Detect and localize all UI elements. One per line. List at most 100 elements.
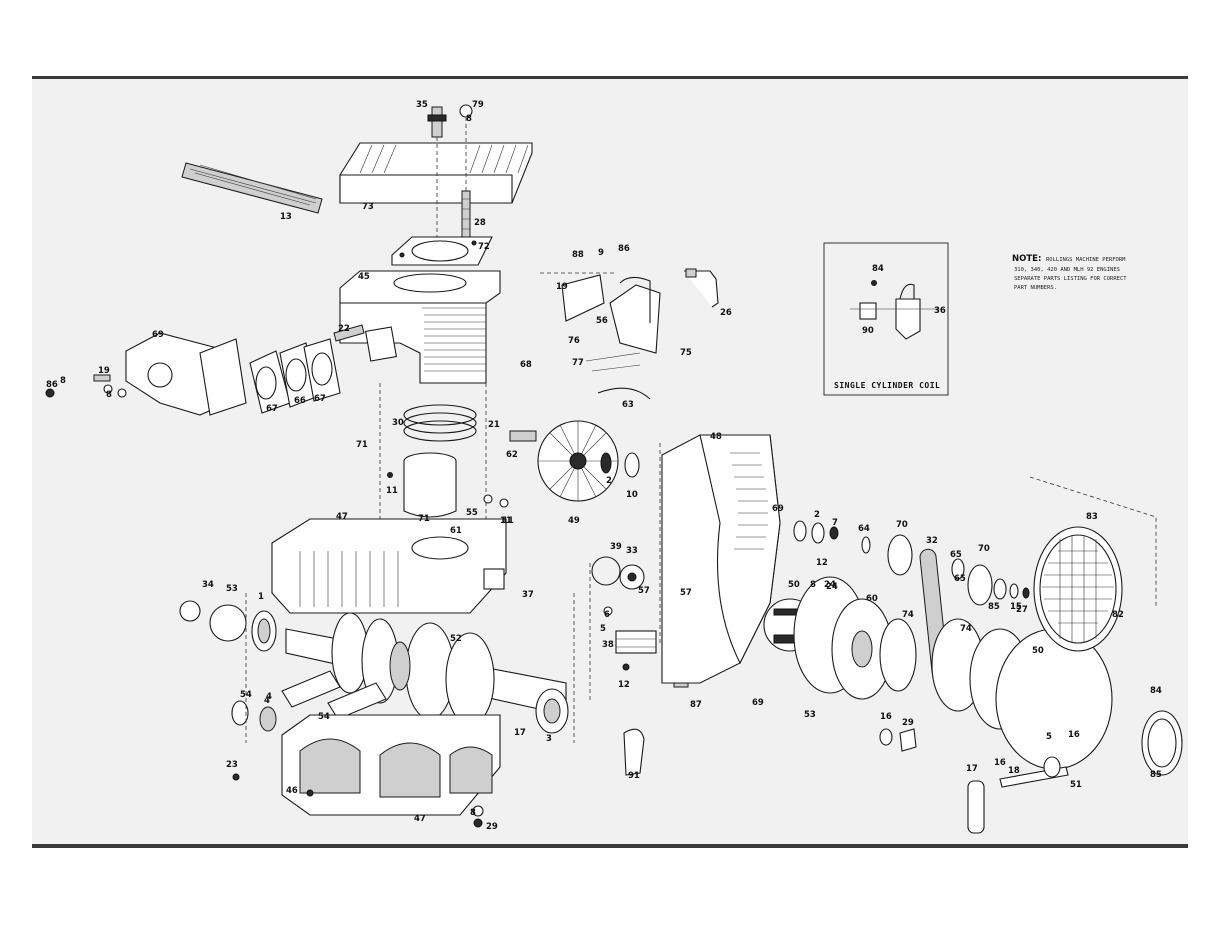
part-label-11: 19: [556, 282, 568, 292]
part-label-28: 66: [294, 396, 306, 406]
part-label-1: 79: [472, 100, 484, 110]
recoil-starter: [967, 476, 1183, 834]
head-gasket: [391, 236, 493, 266]
part-label-36: 2: [606, 476, 612, 486]
note-line-2: 310, 340, 420 AND MLH 92 ENGINES: [1014, 267, 1120, 273]
crankshaft: [179, 593, 575, 743]
part-label-91: 24: [826, 582, 838, 592]
ignition-bracket: [540, 268, 719, 400]
part-label-4: 13: [280, 212, 292, 222]
part-label-78: 15: [1010, 602, 1022, 612]
part-label-41: 61: [450, 526, 462, 536]
part-label-82: 4: [266, 692, 272, 702]
part-label-86: 23: [226, 760, 238, 770]
part-label-77: 65: [954, 574, 966, 584]
part-label-94: 69: [752, 698, 764, 708]
part-label-46: 33: [626, 546, 638, 556]
part-label-33: 62: [506, 450, 518, 460]
part-label-69: 57: [680, 588, 692, 598]
coil-inset: [823, 242, 949, 396]
cylinder-head: [339, 104, 533, 242]
cooling-fan: [509, 420, 640, 502]
part-label-87: 46: [286, 786, 298, 796]
part-label-35: 49: [568, 516, 580, 526]
part-label-34: 63: [622, 400, 634, 410]
part-label-15: 77: [572, 358, 584, 368]
part-label-74: 50: [1032, 646, 1044, 656]
part-label-64: 57: [638, 586, 650, 596]
part-label-75: 82: [1112, 610, 1124, 620]
part-label-17: 84: [872, 264, 884, 274]
part-label-32: 71: [356, 440, 368, 450]
ignition-components: [589, 556, 689, 776]
part-label-37: 10: [626, 490, 638, 500]
part-label-70: 50: [788, 580, 800, 590]
part-label-31: 21: [488, 420, 500, 430]
part-label-54: 70: [978, 544, 990, 554]
part-label-55: 12: [816, 558, 828, 568]
part-label-20: 22: [338, 324, 350, 334]
part-label-59: 37: [522, 590, 534, 600]
part-label-5: 28: [474, 218, 486, 228]
part-label-83: 54: [318, 712, 330, 722]
crankcase-upper: [271, 518, 507, 614]
part-label-12: 56: [596, 316, 608, 326]
part-label-106: 11: [502, 516, 514, 526]
part-label-21: 69: [152, 330, 164, 340]
part-label-10: 86: [618, 244, 630, 254]
part-label-16: 26: [720, 308, 732, 318]
part-label-80: 84: [1150, 686, 1162, 696]
part-label-63: 52: [450, 634, 462, 644]
part-label-22: 19: [98, 366, 110, 376]
part-label-98: 29: [902, 718, 914, 728]
intake-manifold: [45, 324, 365, 416]
part-label-27: 67: [266, 404, 278, 414]
part-label-66: 5: [600, 624, 606, 634]
part-label-18: 36: [934, 306, 946, 316]
part-label-65: 6: [604, 610, 610, 620]
part-label-2: 8: [466, 114, 472, 124]
note-line-1: ROLLINGS MACHINE PERFORM: [1046, 257, 1126, 263]
part-label-67: 38: [602, 640, 614, 650]
part-label-60: 34: [202, 580, 214, 590]
part-label-23: 86: [46, 380, 58, 390]
part-label-39: 55: [466, 508, 478, 518]
part-label-0: 35: [416, 100, 428, 110]
note-heading: NOTE:: [1012, 254, 1041, 264]
part-label-44: 48: [710, 432, 722, 442]
part-label-85: 3: [546, 734, 552, 744]
part-label-9: 9: [598, 248, 604, 258]
part-label-96: 91: [628, 771, 640, 781]
part-label-61: 53: [226, 584, 238, 594]
part-label-84: 17: [514, 728, 526, 738]
part-label-104: 16: [1068, 730, 1080, 740]
part-label-95: 53: [804, 710, 816, 720]
fan-housing: [659, 434, 781, 684]
part-label-88: 47: [414, 814, 426, 824]
part-label-71: 60: [866, 594, 878, 604]
crankcase-lower: [232, 714, 501, 828]
part-label-58: 83: [1086, 512, 1098, 522]
exploded-engine-diagram: 3579873132872458898619567576772684369022…: [45, 100, 1183, 834]
part-label-38: 11: [386, 486, 398, 496]
part-label-24: 8: [60, 376, 66, 386]
part-label-97: 16: [880, 712, 892, 722]
part-label-42: 71: [418, 514, 430, 524]
part-label-43: 47: [336, 512, 348, 522]
part-label-62: 1: [258, 592, 264, 602]
part-label-76: 85: [988, 602, 1000, 612]
part-label-29: 67: [314, 394, 326, 404]
part-label-51: 70: [896, 520, 908, 530]
inset-caption: SINGLE CYLINDER COIL: [834, 381, 940, 390]
part-label-25: 8: [106, 390, 112, 400]
note-block: NOTE: ROLLINGS MACHINE PERFORM 310, 340,…: [1012, 254, 1127, 291]
part-label-52: 32: [926, 536, 938, 546]
part-label-89: 8: [470, 808, 476, 818]
part-label-40: 11: [500, 516, 512, 526]
part-label-53: 65: [950, 550, 962, 560]
cylinder: [339, 270, 501, 384]
part-label-3: 73: [362, 202, 374, 212]
part-label-68: 4: [264, 696, 270, 706]
part-label-7: 45: [358, 272, 370, 282]
